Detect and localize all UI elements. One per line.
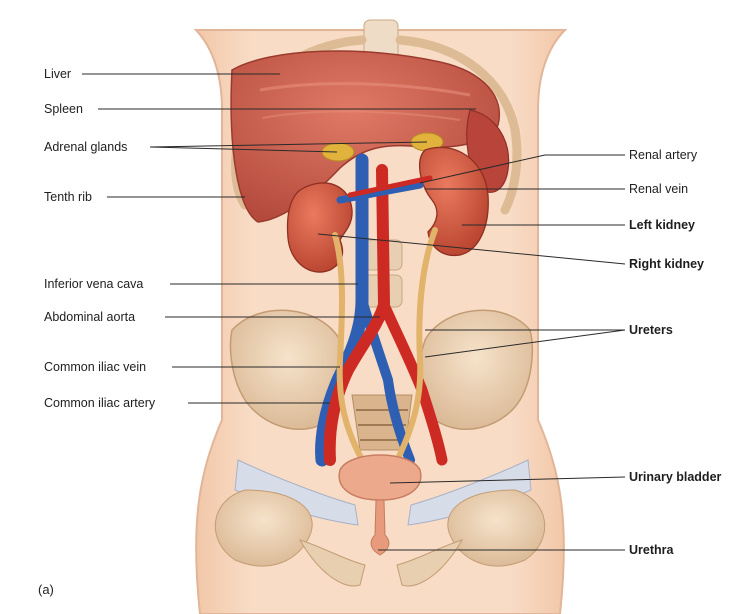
label-common-iliac-artery: Common iliac artery: [44, 396, 155, 410]
label-urethra: Urethra: [629, 543, 673, 557]
label-spleen: Spleen: [44, 102, 83, 116]
label-right-kidney: Right kidney: [629, 257, 704, 271]
label-adrenal-glands: Adrenal glands: [44, 140, 127, 154]
label-renal-artery: Renal artery: [629, 148, 697, 162]
label-common-iliac-vein: Common iliac vein: [44, 360, 146, 374]
panel-label: (a): [38, 583, 54, 597]
label-abdominal-aorta: Abdominal aorta: [44, 310, 135, 324]
label-liver: Liver: [44, 67, 71, 81]
label-inferior-vena-cava: Inferior vena cava: [44, 277, 143, 291]
label-left-kidney: Left kidney: [629, 218, 695, 232]
label-ureters: Ureters: [629, 323, 673, 337]
urinary-bladder: [339, 455, 421, 500]
label-renal-vein: Renal vein: [629, 182, 688, 196]
label-tenth-rib: Tenth rib: [44, 190, 92, 204]
label-urinary-bladder: Urinary bladder: [629, 470, 721, 484]
